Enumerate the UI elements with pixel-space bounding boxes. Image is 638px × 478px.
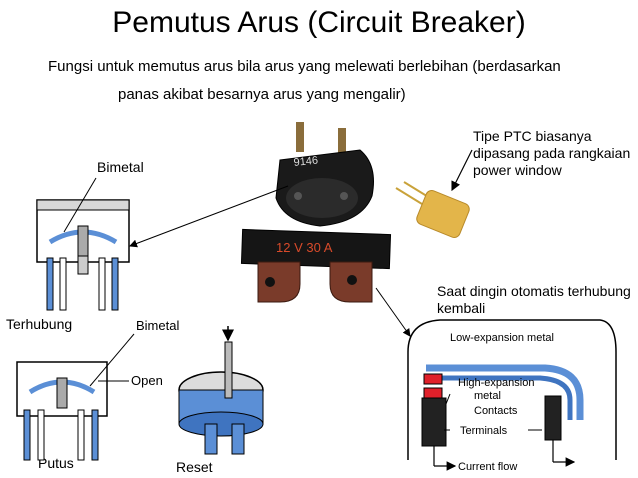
black-breaker-marking: 9146 bbox=[293, 154, 319, 168]
label-putus: Putus bbox=[38, 455, 74, 471]
bimetal-label-top: Bimetal bbox=[97, 159, 144, 175]
open-label: Open bbox=[131, 373, 163, 388]
high-expansion-label-2: metal bbox=[474, 390, 501, 402]
ptc-arrow bbox=[451, 149, 473, 192]
breaker-cross-section-diagram bbox=[407, 319, 617, 471]
subtitle-line-2: panas akibat besarnya arus yang mengalir… bbox=[118, 86, 406, 103]
breaker-arrow-left bbox=[129, 185, 289, 248]
slide-title: Pemutus Arus (Circuit Breaker) bbox=[112, 6, 526, 39]
label-reset: Reset bbox=[176, 459, 213, 475]
contacts-label: Contacts bbox=[474, 405, 518, 417]
fuse-breaker-photo bbox=[240, 228, 392, 303]
reset-breaker-diagram bbox=[178, 326, 264, 455]
ptc-component-photo bbox=[395, 181, 470, 238]
bimetal-top-leader bbox=[63, 177, 97, 233]
label-terhubung: Terhubung bbox=[6, 316, 73, 332]
ptc-note: Tipe PTC biasanya dipasang pada rangkaia… bbox=[473, 128, 631, 178]
current-flow-label: Current flow bbox=[458, 461, 517, 473]
black-breaker-photo bbox=[275, 122, 374, 227]
cold-reconnect-arrow bbox=[375, 287, 411, 337]
bimetal-bottom-leader bbox=[89, 333, 135, 387]
high-expansion-label-1: High-expansion bbox=[458, 377, 534, 389]
cold-reconnect-note: Saat dingin otomatis terhubung kembali bbox=[437, 283, 631, 316]
bimetal-breaker-connected-diagram bbox=[36, 199, 130, 311]
fuse-breaker-marking: 12 V 30 A bbox=[276, 240, 333, 255]
terminals-label: Terminals bbox=[460, 425, 508, 437]
bimetal-label-bottom: Bimetal bbox=[136, 318, 179, 333]
bimetal-breaker-open-diagram bbox=[16, 361, 108, 461]
low-expansion-label: Low-expansion metal bbox=[450, 332, 554, 344]
subtitle-line-1: Fungsi untuk memutus arus bila arus yang… bbox=[48, 58, 561, 75]
